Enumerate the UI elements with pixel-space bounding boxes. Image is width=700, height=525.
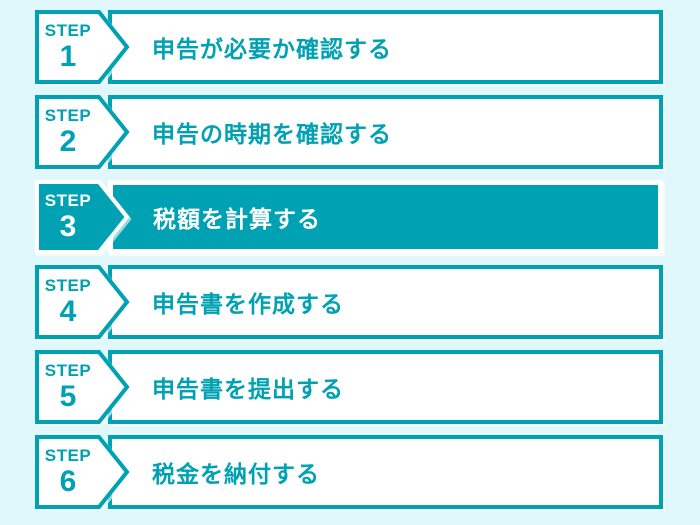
step-badge: STEP 4: [35, 265, 130, 339]
step-arrow-icon: [35, 350, 130, 424]
step-row: 申告が必要か確認する STEP 1: [35, 10, 663, 84]
step-badge: STEP 1: [35, 10, 130, 84]
step-row: 申告書を提出する STEP 5: [35, 350, 663, 424]
step-badge: STEP 2: [35, 95, 130, 169]
step-prefix: STEP: [44, 446, 92, 465]
step-number: 5: [59, 380, 77, 413]
step-badge-text: STEP 4: [35, 265, 101, 339]
step-arrow-icon: [35, 10, 130, 84]
step-arrow-icon: [35, 180, 130, 254]
step-row: 申告書を作成する STEP 4: [35, 265, 663, 339]
step-badge: STEP 5: [35, 350, 130, 424]
step-prefix: STEP: [44, 276, 92, 295]
step-prefix: STEP: [44, 361, 92, 380]
step-bar: 税額を計算する: [108, 180, 663, 254]
step-label: 申告の時期を確認する: [152, 121, 392, 147]
step-label: 申告が必要か確認する: [152, 36, 392, 62]
step-number: 6: [59, 465, 77, 498]
step-number: 4: [59, 295, 77, 328]
step-badge-text: STEP 5: [35, 350, 101, 424]
step-bar: 申告書を提出する: [108, 350, 663, 424]
step-arrow-icon: [35, 265, 130, 339]
step-bar: 申告が必要か確認する: [108, 10, 663, 84]
step-badge-text: STEP 2: [35, 95, 101, 169]
step-prefix: STEP: [44, 191, 92, 210]
step-bar: 税金を納付する: [108, 435, 663, 509]
step-label: 税金を納付する: [152, 461, 320, 487]
step-badge-text: STEP 6: [35, 435, 101, 509]
step-bar: 申告の時期を確認する: [108, 95, 663, 169]
step-badge-text: STEP 1: [35, 10, 101, 84]
step-number: 3: [59, 210, 77, 243]
step-label: 申告書を提出する: [152, 376, 344, 402]
steps-diagram: 申告が必要か確認する STEP 1 申告の時期を確認する STEP 2 税額を計…: [35, 10, 663, 509]
step-bar: 申告書を作成する: [108, 265, 663, 339]
step-number: 2: [59, 125, 77, 158]
step-arrow-icon: [35, 435, 130, 509]
step-badge-text: STEP 3: [35, 180, 101, 254]
step-arrow-icon: [35, 95, 130, 169]
step-prefix: STEP: [44, 21, 92, 40]
step-badge: STEP 3: [35, 180, 130, 254]
step-row: 税額を計算する STEP 3: [35, 180, 663, 254]
step-prefix: STEP: [44, 106, 92, 125]
step-row: 税金を納付する STEP 6: [35, 435, 663, 509]
step-number: 1: [59, 40, 77, 73]
step-label: 申告書を作成する: [152, 291, 344, 317]
step-label: 税額を計算する: [153, 206, 321, 232]
step-row: 申告の時期を確認する STEP 2: [35, 95, 663, 169]
step-badge: STEP 6: [35, 435, 130, 509]
